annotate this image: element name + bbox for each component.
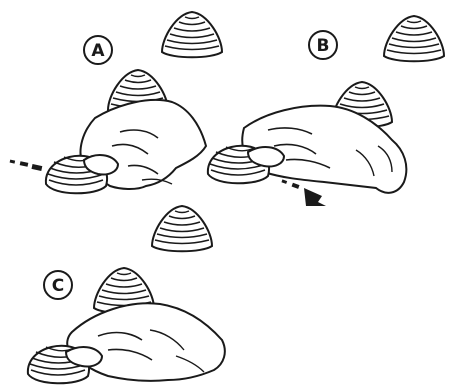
panel-b: B	[208, 16, 444, 206]
label-a-badge: A	[84, 36, 112, 64]
motion-arrow-a	[10, 160, 43, 171]
shell-a-bottom	[152, 206, 212, 251]
label-c: C	[52, 276, 64, 296]
shell-a-top	[162, 12, 222, 57]
panel-a: A	[10, 12, 222, 251]
label-c-badge: C	[44, 271, 72, 299]
motion-arrow-b	[281, 179, 326, 206]
label-b-badge: B	[309, 31, 337, 59]
label-b: B	[317, 36, 330, 56]
panel-c: C	[28, 268, 225, 383]
shell-b-top	[384, 16, 444, 61]
label-a: A	[91, 41, 105, 61]
